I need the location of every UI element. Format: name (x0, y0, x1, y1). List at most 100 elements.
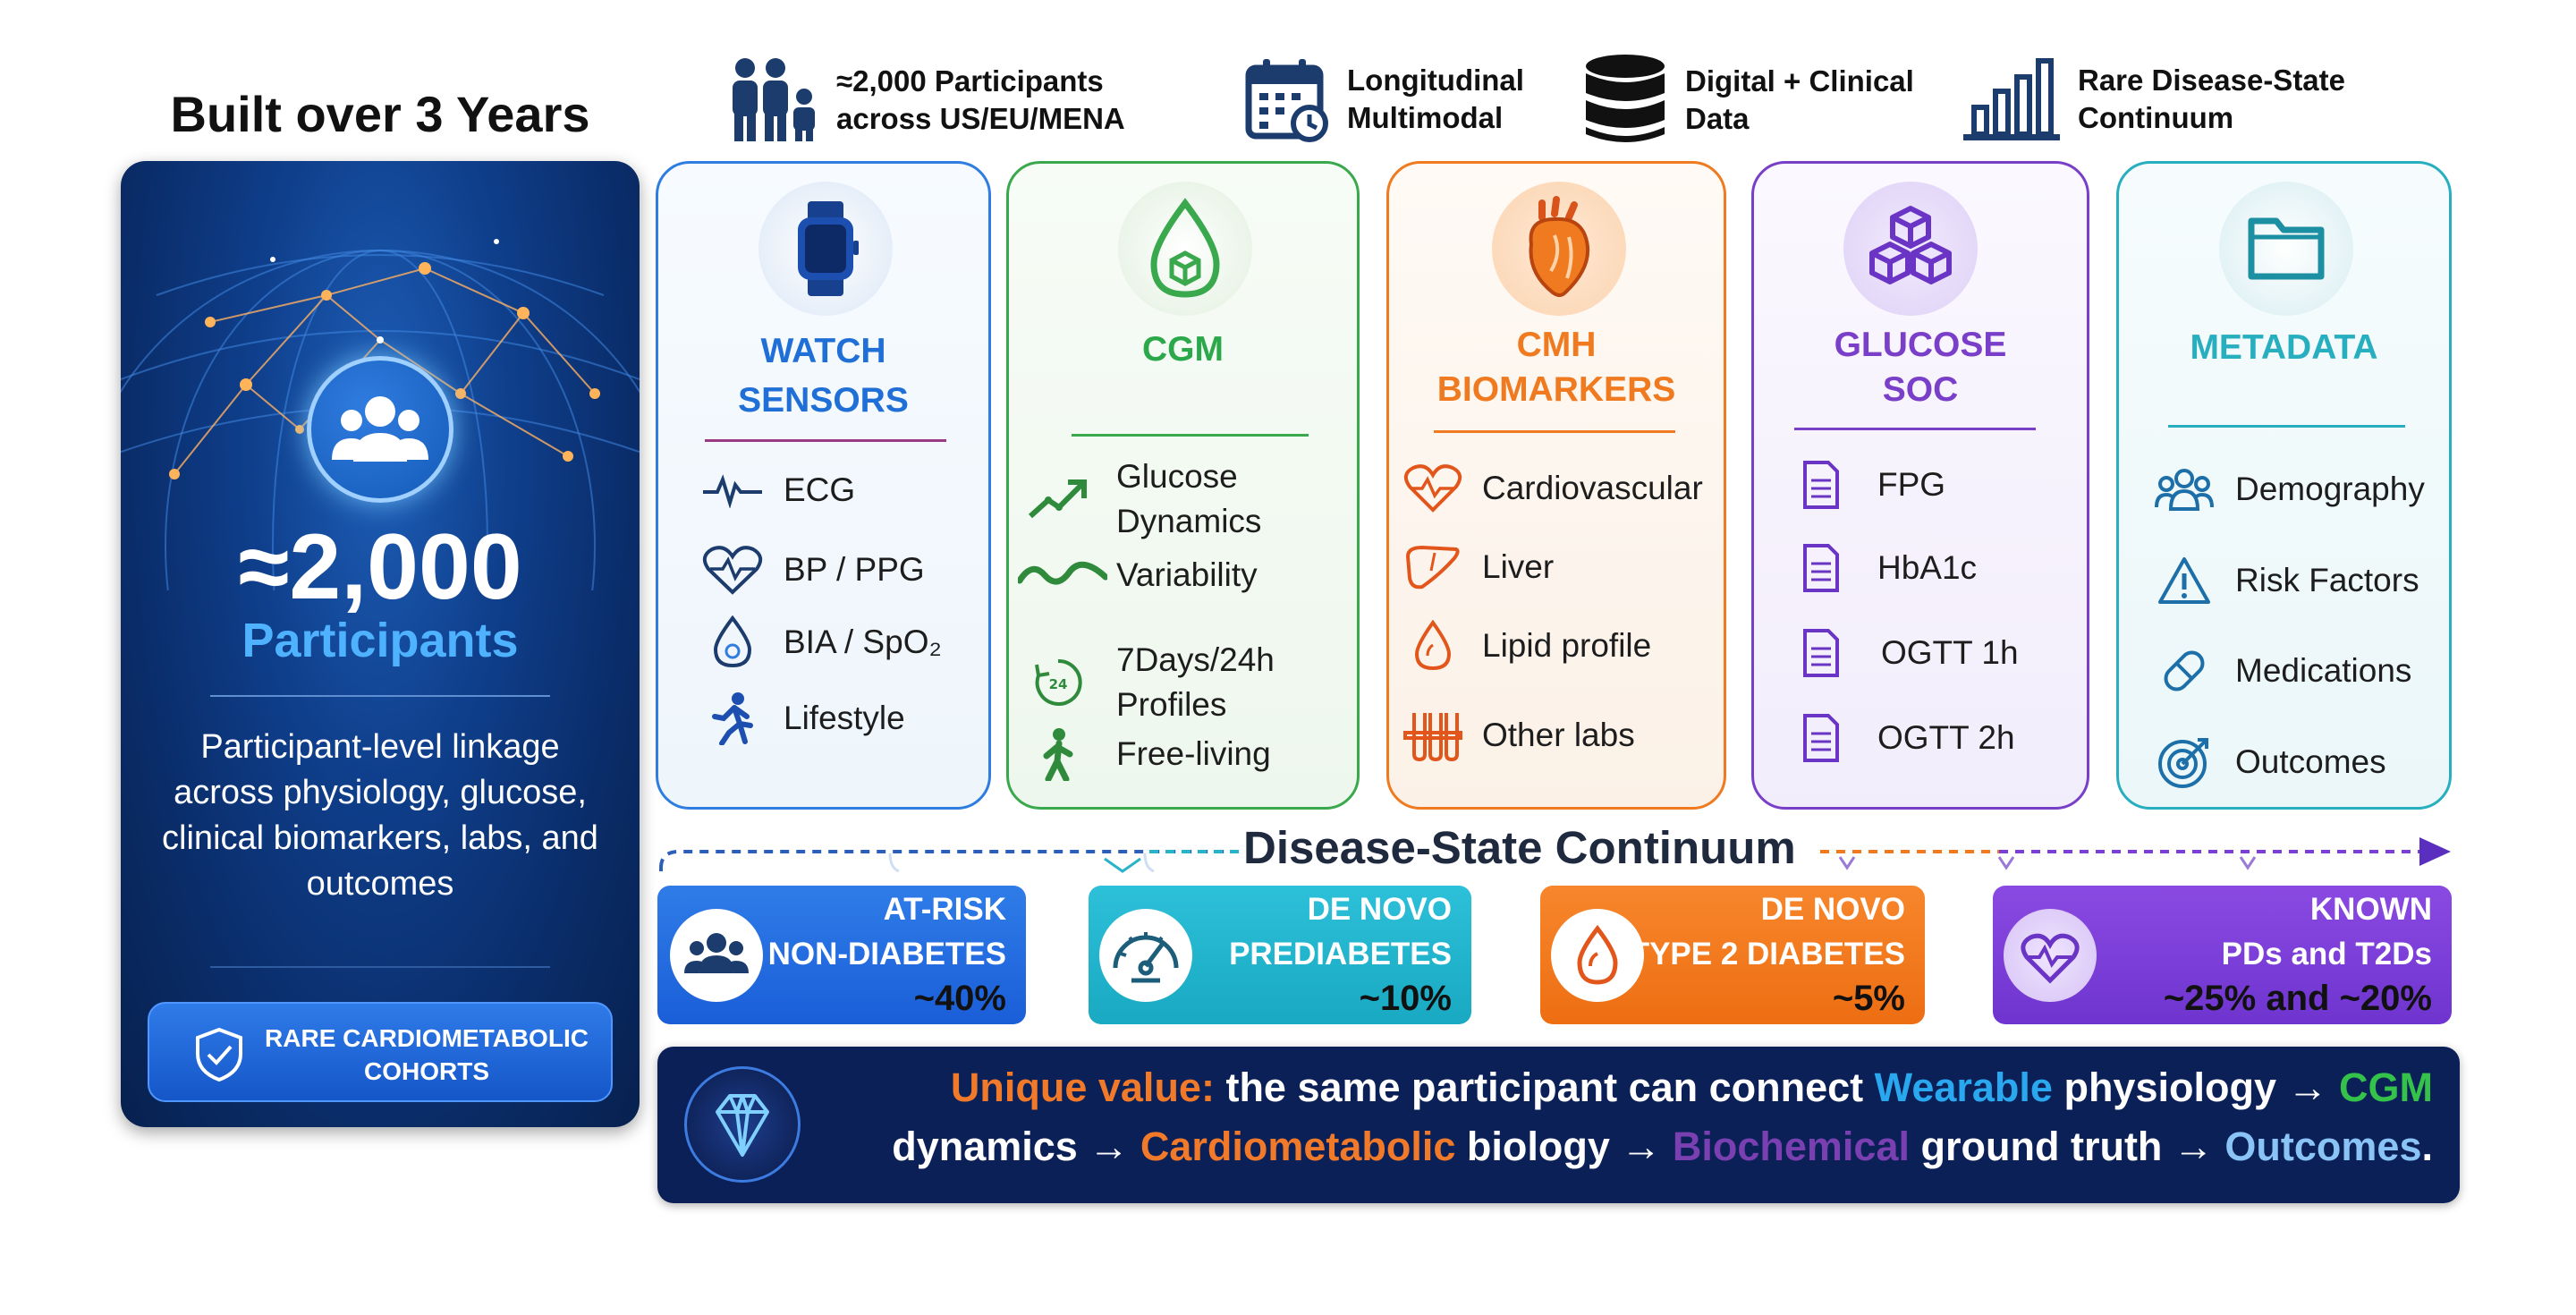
trend-up-icon (1028, 479, 1087, 519)
document-icon (1803, 461, 1839, 509)
divider (1794, 428, 2036, 430)
stage-icon (1099, 909, 1192, 1002)
list-item: Lifestyle (701, 691, 905, 745)
group-icon (2155, 469, 2214, 511)
heart-pulse-icon (2021, 933, 2080, 984)
wave-icon (1018, 561, 1107, 585)
diamond-icon (716, 1094, 769, 1157)
header-text-line2: Data (1685, 102, 1750, 135)
stage-known-pds-t2ds: KNOWN PDs and T2Ds ~25% and ~20% (1993, 886, 2452, 1024)
metadata-circle (2219, 182, 2353, 316)
watch-circle (758, 182, 893, 316)
item-label: Cardiovascular (1482, 470, 1703, 506)
stage-type2-diabetes: DE NOVO TYPE 2 DIABETES ~5% (1540, 886, 1925, 1024)
item-label: 7Days/24h (1116, 641, 1275, 678)
divider (210, 966, 550, 968)
item-label: BIA / SpO₂ (784, 624, 942, 660)
divider (1434, 430, 1675, 433)
test-tubes-icon (1403, 713, 1462, 761)
list-item: Liver (1402, 544, 1554, 590)
participants-description: Participant-level linkage across physiol… (162, 728, 598, 903)
gauge-icon (1113, 932, 1179, 983)
item-label: OGTT 2h (1877, 719, 2015, 756)
banner-text: physiology → (2052, 1065, 2339, 1110)
card-title: METADATA (2190, 328, 2378, 367)
item-label: Medications (2235, 652, 2412, 689)
stage-label: KNOWN (2309, 892, 2432, 927)
stage-percentage: ~10% (1359, 979, 1452, 1018)
item-label: Risk Factors (2235, 562, 2419, 598)
glucose-circle (1843, 182, 1978, 316)
button-label-line2: COHORTS (364, 1057, 489, 1085)
card-title: CGM (1142, 330, 1224, 369)
list-item: Demography (2153, 466, 2425, 513)
participants-label: Participants (242, 614, 519, 667)
list-item: Free-living (1027, 727, 1271, 781)
list-item: Medications (2153, 644, 2411, 698)
header-text-line1: Longitudinal (1347, 64, 1524, 97)
stage-label: PREDIABETES (1229, 937, 1452, 971)
heart-pulse-icon (702, 546, 763, 595)
banner-text: . (2421, 1124, 2433, 1169)
list-item: FPG (1790, 459, 1945, 511)
cgm-circle (1118, 182, 1252, 316)
cmh-circle (1492, 182, 1626, 316)
target-icon (2158, 738, 2208, 788)
banner-text: dynamics → (892, 1124, 1140, 1169)
folder-icon (2248, 217, 2325, 280)
document-icon (1803, 714, 1839, 762)
list-item: OGTT 1h (1790, 627, 2019, 679)
list-item: ECG (701, 468, 855, 513)
stage-prediabetes: DE NOVO PREDIABETES ~10% (1089, 886, 1471, 1024)
walker-icon (1043, 728, 1073, 781)
divider (210, 695, 550, 697)
banner-text: ground truth → (1910, 1124, 2225, 1169)
card-title: CMH (1516, 326, 1597, 364)
card-title: WATCH (760, 332, 886, 370)
item-label: OGTT 1h (1881, 634, 2019, 671)
continuum-arrow (659, 837, 2451, 873)
document-icon (1803, 629, 1839, 677)
banner-text: the same participant can connect (1214, 1065, 1875, 1110)
item-label: BP / PPG (784, 551, 925, 588)
banner-highlight: CGM (2339, 1065, 2433, 1110)
banner-highlight: Wearable (1874, 1065, 2053, 1110)
stage-label: PDs and T2Ds (2221, 937, 2432, 971)
anatomical-heart-icon (1529, 196, 1590, 297)
item-label: Free-living (1116, 735, 1271, 772)
clock-24-icon: 24 (1035, 658, 1082, 706)
warning-icon (2158, 557, 2210, 604)
divider (1072, 434, 1309, 437)
unique-value-banner: Unique value: the same participant can c… (657, 1047, 2460, 1203)
page-title: Built over 3 Years (170, 86, 590, 142)
card-title: SENSORS (738, 381, 909, 420)
card-title: GLUCOSE (1834, 326, 2007, 364)
drop-icon (1577, 924, 1618, 985)
stage-percentage: ~25% and ~20% (2163, 979, 2432, 1018)
people-icon (733, 58, 815, 141)
list-item: Lipid profile (1402, 620, 1651, 672)
item-label: ECG (784, 471, 856, 508)
database-icon (1586, 55, 1665, 142)
continuum-title: Disease-State Continuum (1243, 822, 1796, 873)
item-label: Profiles (1116, 686, 1227, 723)
rare-cohorts-button[interactable]: RARE CARDIOMETABOLIC COHORTS (148, 1002, 613, 1102)
stage-percentage: ~5% (1832, 979, 1905, 1018)
item-label: Dynamics (1116, 503, 1262, 539)
divider (2168, 425, 2405, 428)
heart-icon (1403, 464, 1462, 513)
list-item: Outcomes (2153, 734, 2386, 790)
item-label: Demography (2235, 471, 2425, 507)
list-item: BIA / SpO₂ (701, 615, 942, 669)
shield-check-icon (196, 1027, 242, 1082)
stage-label: TYPE 2 DIABETES (1630, 937, 1905, 971)
participants-count: ≈2,000 (238, 515, 522, 619)
header-text-line1: ≈2,000 Participants (836, 64, 1104, 98)
item-label: Lifestyle (784, 700, 905, 736)
button-label-line1: RARE CARDIOMETABOLIC (265, 1024, 589, 1052)
